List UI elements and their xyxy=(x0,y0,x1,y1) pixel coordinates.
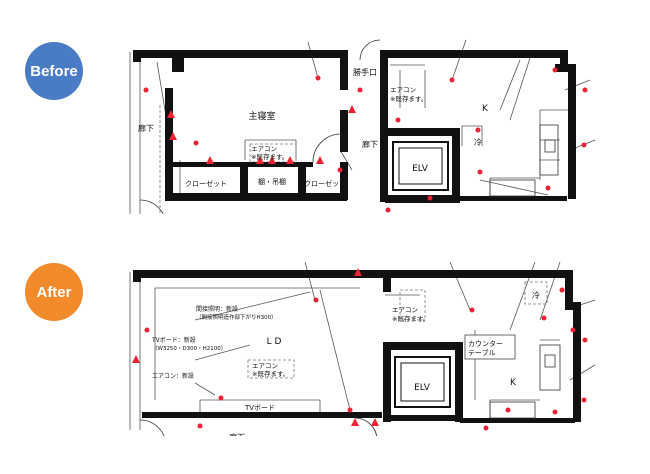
before-hall-right-label: 廊下 xyxy=(362,139,378,149)
after-kitchen-label: K xyxy=(510,378,517,388)
after-ac-mid-note-1: エアコン xyxy=(252,362,278,370)
before-elv-label: ELV xyxy=(412,164,429,174)
before-kitchen-label: K xyxy=(482,104,489,114)
after-tv-note-2: （W3250・D300・H2100） xyxy=(152,345,226,352)
before-master-bedroom-label: 主寝室 xyxy=(248,110,275,122)
after-lighting-note-2: （間接照明造作部下がりH300） xyxy=(196,313,277,321)
after-plan: L D K ELV 冷 TVボード 間接照明：新設 （間接照明造作部下がりH30… xyxy=(129,261,596,447)
after-ac-top-note-2: ※既存ます。 xyxy=(392,314,429,323)
before-ac-top-note-1: エアコン xyxy=(390,86,416,94)
after-counter-note-1: カウンター xyxy=(468,339,503,348)
after-ac-top-note-1: エアコン xyxy=(392,306,418,314)
after-elv-label: ELV xyxy=(414,383,431,393)
after-tv-note-1: TVボード：新設 xyxy=(151,336,196,344)
before-badge: Before xyxy=(25,42,83,100)
after-ac-new-note: エアコン：新設 xyxy=(152,372,194,380)
after-fridge-label: 冷 xyxy=(532,290,540,300)
before-ac-top-note-2: ※既存ます。 xyxy=(390,94,427,103)
before-ac-mid-note-1: エアコン xyxy=(251,145,277,153)
before-ac-mid-note-2: ※既存ます。 xyxy=(251,152,288,161)
before-shelf-label: 棚・吊棚 xyxy=(258,177,286,186)
before-closet-right-label: クローゼット xyxy=(304,179,346,188)
before-hall-left-label: 廊下 xyxy=(138,123,154,133)
after-ld-label: L D xyxy=(267,337,282,347)
after-badge: After xyxy=(25,263,83,321)
before-plan: 主寝室 K ELV 廊下 廊下 勝手口 クローゼット 棚・吊棚 クローゼット 冷… xyxy=(129,39,596,227)
after-counter-note-2: テーブル xyxy=(468,348,496,357)
after-tv-board-label: TVボード xyxy=(244,404,275,412)
after-lighting-note-1: 間接照明：新設 xyxy=(196,305,238,313)
before-closet-left-label: クローゼット xyxy=(185,179,227,188)
before-service-door-label: 勝手口 xyxy=(353,67,377,77)
after-ac-mid-note-2: ※既存ます。 xyxy=(252,369,289,378)
before-fridge-label: 冷 xyxy=(474,137,482,147)
